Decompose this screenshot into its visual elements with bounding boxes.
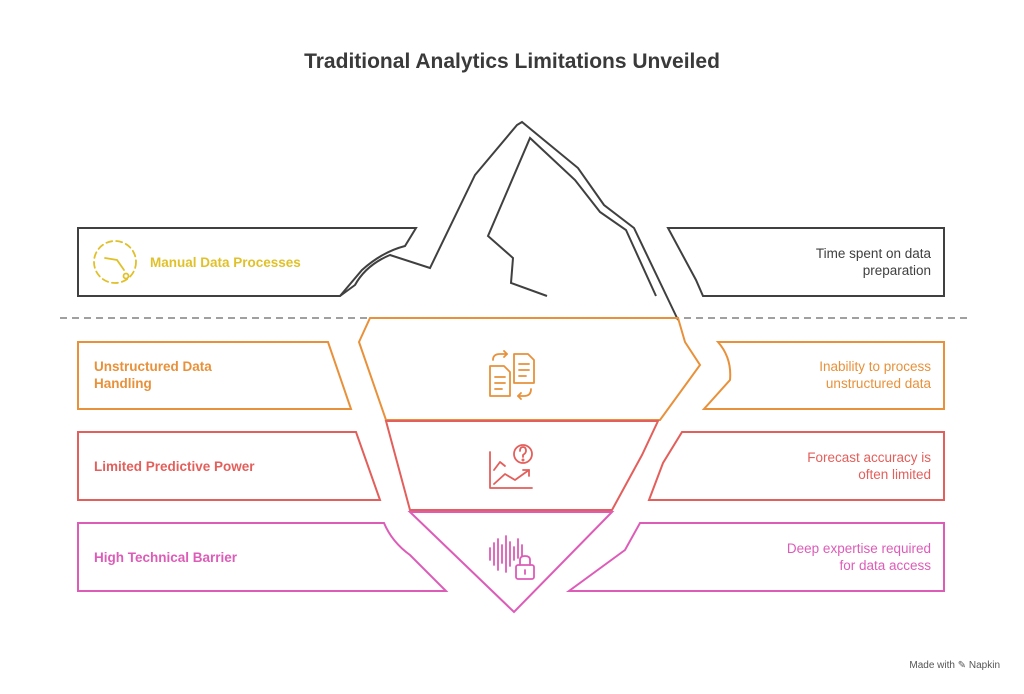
- description-line-1: Inability to process: [819, 359, 931, 374]
- label-high-technical-barrier: High Technical Barrier: [94, 550, 238, 565]
- technical-barrier-left-bar: [77, 522, 449, 592]
- unstructured-data-right-bar: [701, 341, 945, 410]
- iceberg-segment-predictive-power: [384, 420, 660, 511]
- clock-icon: [93, 240, 137, 284]
- description-unstructured-data-handling: Inability to process unstructured data: [819, 358, 931, 392]
- manual-data-processes-left-bar: [77, 227, 418, 297]
- label-unstructured-data-handling: Unstructured Data Handling: [94, 358, 212, 392]
- napkin-credit: Made with ✎ Napkin: [909, 660, 1000, 671]
- iceberg-tip-inner-outline: [486, 136, 657, 297]
- unstructured-data-left-bar: [77, 341, 353, 410]
- predictive-power-left-bar: [77, 431, 382, 501]
- description-line-2: preparation: [862, 263, 931, 278]
- page-title: Traditional Analytics Limitations Unveil…: [304, 50, 720, 73]
- description-high-technical-barrier: Deep expertise required for data access: [787, 540, 931, 574]
- iceberg-tip-outline: [339, 120, 679, 321]
- description-line-2: unstructured data: [825, 376, 931, 391]
- description-manual-data-processes: Time spent on data preparation: [816, 245, 931, 279]
- iceberg-segment-unstructured-data: [357, 317, 702, 421]
- label-limited-predictive-power: Limited Predictive Power: [94, 459, 255, 474]
- description-line-1: Forecast accuracy is: [807, 450, 931, 465]
- chart-question-icon: [489, 444, 533, 489]
- iceberg-segment-technical-barrier: [407, 511, 615, 614]
- predictive-power-right-bar: [647, 431, 945, 501]
- description-limited-predictive-power: Forecast accuracy is often limited: [807, 449, 931, 483]
- description-line-2: for data access: [839, 558, 931, 573]
- description-line-2: often limited: [858, 467, 931, 482]
- documents-exchange-icon: [489, 350, 535, 400]
- label-manual-data-processes: Manual Data Processes: [150, 255, 301, 270]
- label-line-1: Unstructured Data: [94, 359, 212, 374]
- description-line-1: Deep expertise required: [786, 541, 931, 556]
- waveform-lock-icon: [489, 535, 535, 580]
- label-line-2: Handling: [94, 376, 152, 391]
- description-line-1: Time spent on data: [815, 246, 931, 261]
- technical-barrier-right-bar: [565, 522, 945, 592]
- manual-data-processes-right-bar: [666, 227, 945, 297]
